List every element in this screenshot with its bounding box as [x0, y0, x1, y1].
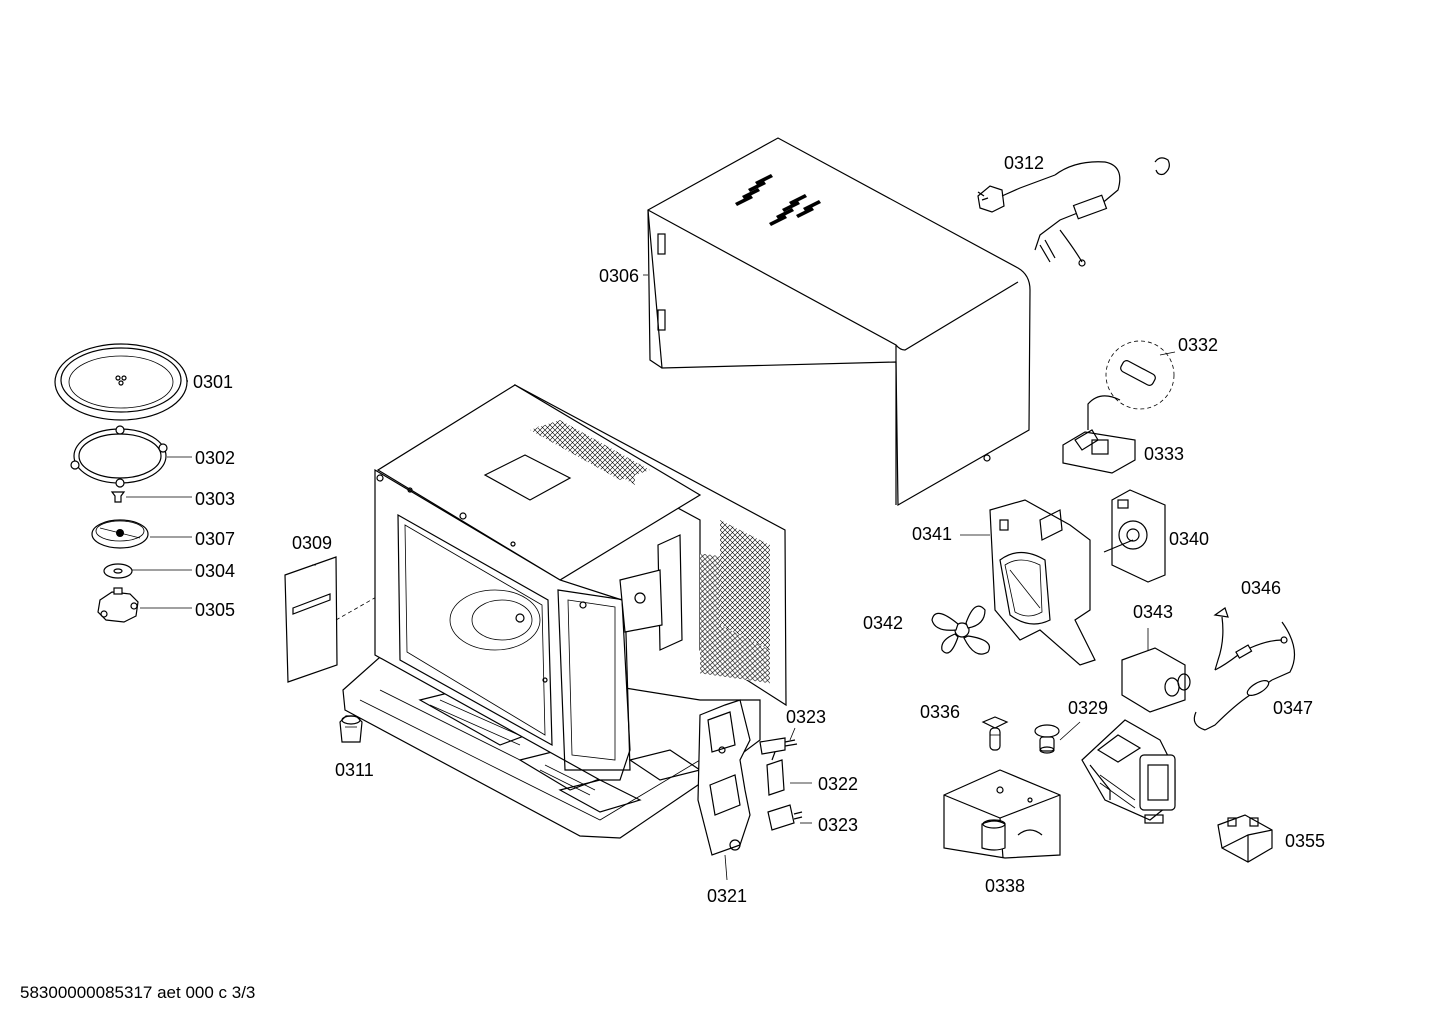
label-0340: 0340 — [1169, 529, 1209, 549]
label-0309: 0309 — [292, 533, 332, 553]
capacitor — [1121, 628, 1191, 713]
microswitch-upper — [759, 727, 798, 755]
outer-casing — [647, 137, 1031, 507]
label-0312: 0312 — [1004, 153, 1044, 173]
roller-ring — [70, 425, 192, 488]
part-labels: 0301 0302 0303 0307 0304 0305 0309 0311 … — [193, 153, 1325, 906]
label-0338: 0338 — [985, 876, 1025, 896]
cable — [1193, 621, 1296, 731]
fan-blade — [931, 605, 990, 655]
coupler — [110, 491, 192, 503]
label-0305: 0305 — [195, 600, 235, 620]
label-0311: 0311 — [335, 760, 374, 780]
transformer — [943, 769, 1061, 859]
label-0343: 0343 — [1133, 602, 1173, 622]
microswitch-lower — [767, 804, 812, 831]
waveguide-cover — [284, 554, 451, 683]
label-0355: 0355 — [1285, 831, 1325, 851]
label-0341: 0341 — [912, 524, 952, 544]
label-0347: 0347 — [1273, 698, 1313, 718]
label-0323-lower: 0323 — [818, 815, 858, 835]
label-0304: 0304 — [195, 561, 235, 581]
turntable-glass-plate — [54, 343, 188, 421]
label-0321: 0321 — [707, 886, 747, 906]
oven-cavity-chassis — [342, 383, 787, 839]
label-0307: 0307 — [195, 529, 235, 549]
magnetron — [1081, 719, 1176, 824]
label-0323-upper: 0323 — [786, 707, 826, 727]
fuse-holder — [1062, 395, 1136, 474]
label-0322: 0322 — [818, 774, 858, 794]
door-switch-bracket — [697, 699, 751, 881]
label-0302: 0302 — [195, 448, 235, 468]
lamp — [981, 716, 1009, 751]
filter — [1217, 814, 1273, 863]
microswitch-middle — [766, 751, 812, 796]
foot — [339, 715, 363, 743]
document-id: 58300000085317 aet 000 c 3/3 — [20, 983, 255, 1002]
thermostat — [1034, 721, 1081, 754]
label-0329: 0329 — [1068, 698, 1108, 718]
fuse — [1105, 340, 1176, 410]
label-0336: 0336 — [920, 702, 960, 722]
label-0306: 0306 — [599, 266, 639, 286]
label-0346: 0346 — [1241, 578, 1281, 598]
fan-motor — [1103, 489, 1166, 583]
mains-cable — [977, 157, 1170, 267]
washer — [103, 563, 192, 579]
label-0332: 0332 — [1178, 335, 1218, 355]
turntable-motor — [97, 587, 192, 623]
label-0333: 0333 — [1144, 444, 1184, 464]
label-0301: 0301 — [193, 372, 233, 392]
label-0342: 0342 — [863, 613, 903, 633]
fan-bracket — [960, 499, 1096, 666]
label-0303: 0303 — [195, 489, 235, 509]
diode — [1213, 607, 1288, 671]
turntable-support — [91, 519, 192, 549]
